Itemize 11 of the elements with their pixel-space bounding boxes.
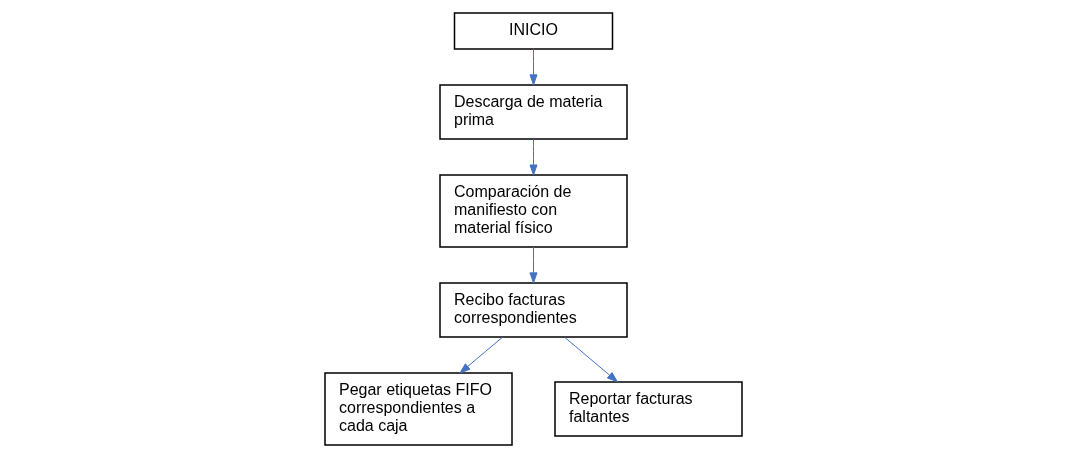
arrow [529, 48, 537, 85]
node-box: Comparación de manifiesto con material físico [438, 173, 628, 248]
arrow [459, 336, 503, 373]
node-box: Recibo facturas correspondientes [438, 281, 628, 338]
arrow [529, 138, 537, 175]
node-box: Reportar facturas faltantes [553, 380, 743, 437]
node-box: Pegar etiquetas FIFO correspondientes a cada caja [323, 371, 513, 446]
node-box: INICIO [453, 11, 613, 50]
arrow [529, 246, 537, 283]
arrow [563, 336, 618, 382]
node-box: Descarga de materia prima [438, 83, 628, 140]
